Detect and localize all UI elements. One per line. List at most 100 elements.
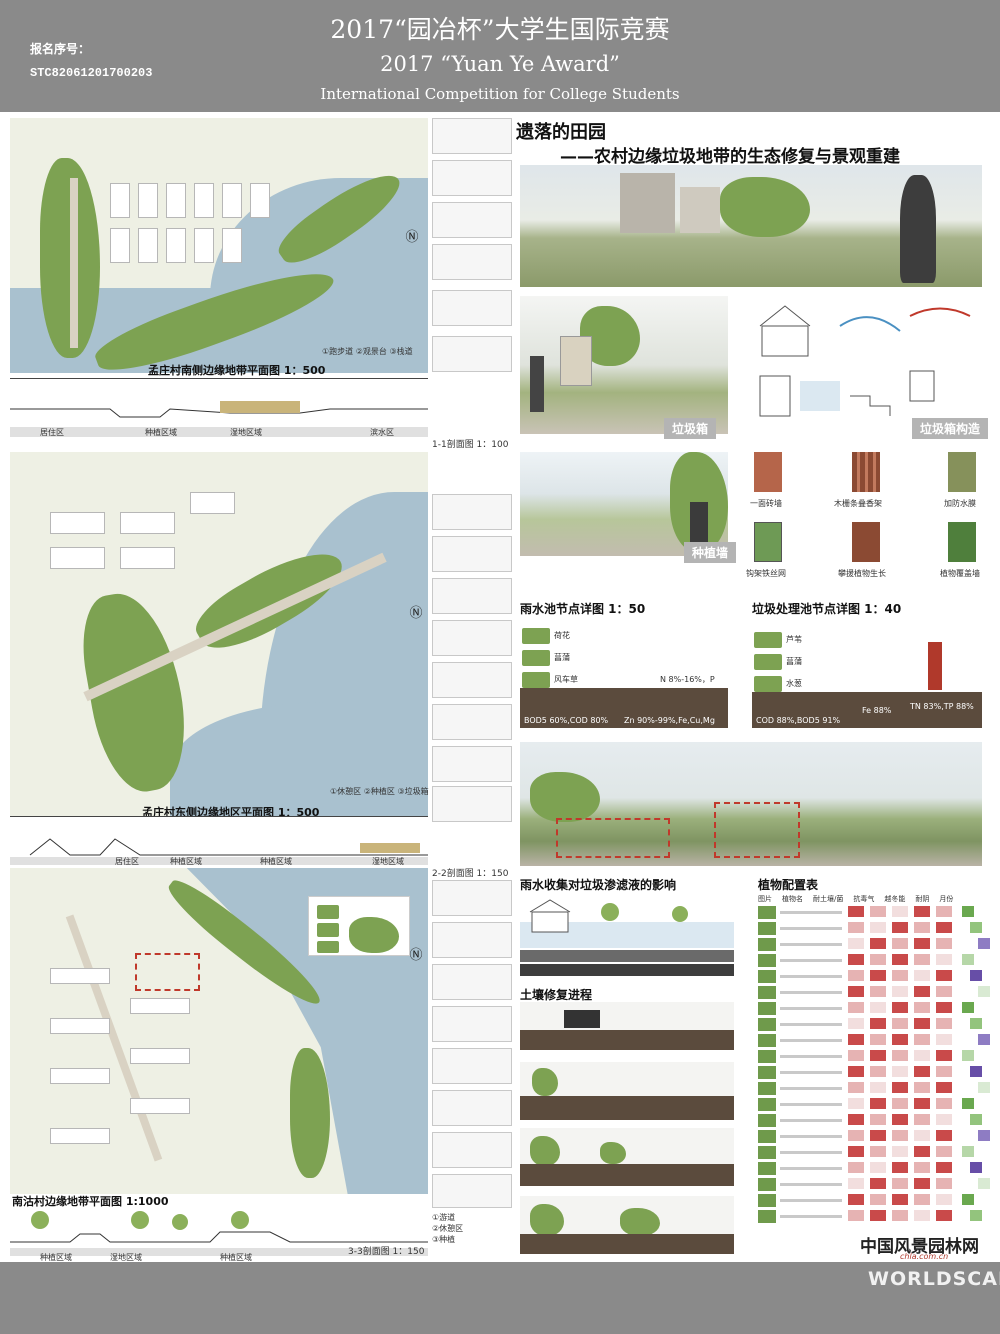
bloom-month-cell: [962, 1002, 974, 1013]
building: [50, 1128, 110, 1144]
tree: [720, 177, 810, 237]
project-title: 遗落的田园: [516, 122, 606, 143]
plant-name-cell: [780, 911, 842, 914]
table-cell: [892, 1130, 908, 1141]
removal-value: BOD5 60%,COD 80%: [524, 716, 609, 725]
table-cell: [892, 1066, 908, 1077]
table-header: 耐土壤/菌: [813, 895, 844, 903]
leachate-title: 雨水收集对垃圾渗滤液的影响: [520, 878, 677, 892]
bloom-month-cell: [978, 1130, 990, 1141]
analysis-thumbnail: [432, 336, 512, 372]
table-cell: [914, 1050, 930, 1061]
removal-value: Fe 88%: [862, 706, 892, 715]
tree: [530, 1204, 564, 1236]
plant-name-cell: [780, 1039, 842, 1042]
header-bar: [0, 0, 1000, 112]
plan3-title: 南沽村边缘地带平面图 1:1000: [12, 1195, 169, 1208]
analysis-thumbnail: [432, 118, 512, 154]
removal-value: Zn 90%-99%,Fe,Cu,Mg: [624, 716, 715, 725]
plant-photo: [758, 1114, 776, 1127]
perspective-section: [520, 742, 982, 866]
table-cell: [848, 1098, 864, 1109]
plant-table-header: 图片 植物名 耐土壤/菌 抗毒气 越冬能 耐阴 月份: [758, 894, 992, 904]
wall-type-label: 钩架铁丝网: [746, 569, 786, 578]
bloom-month-cell: [962, 954, 974, 965]
plant-thumb: [317, 941, 339, 953]
tree: [530, 1136, 560, 1166]
wall-swatch: [948, 522, 976, 562]
plant-name-cell: [780, 1023, 842, 1026]
analysis-thumbnail: [432, 1090, 512, 1126]
section-label: 种植区域: [40, 1253, 72, 1262]
bloom-month-cell: [978, 1034, 990, 1045]
section-label: 居住区: [40, 428, 64, 437]
soil-stage-4: [520, 1196, 734, 1254]
table-header: 抗毒气: [853, 895, 875, 903]
section-1-drawing: [10, 401, 428, 437]
table-cell: [870, 1098, 886, 1109]
plant-photo: [758, 1034, 776, 1047]
plant-name: 水葱: [786, 679, 802, 688]
bloom-month-cell: [978, 1082, 990, 1093]
legend-item: ③种植: [432, 1235, 456, 1244]
title-cn: 2017“园冶杯”大学生国际竞赛: [330, 15, 670, 44]
section-label: 滨水区: [370, 428, 394, 437]
table-cell: [892, 986, 908, 997]
truck-icon: [564, 1010, 600, 1028]
trash-bin-render: [520, 296, 728, 434]
analysis-thumbnail: [432, 1048, 512, 1084]
table-cell: [936, 1034, 952, 1045]
plant-photo: [758, 1178, 776, 1191]
building: [50, 1068, 110, 1084]
section-3-drawing: [10, 1211, 428, 1256]
tag-planting-wall: 种植墙: [684, 542, 737, 563]
wall-type-label: 木栅条叠香架: [834, 499, 882, 508]
bloom-month-cell: [962, 906, 974, 917]
bloom-month-cell: [970, 922, 982, 933]
table-cell: [936, 954, 952, 965]
plant-name-cell: [780, 1007, 842, 1010]
section-2-2: [10, 816, 428, 865]
analysis-thumbnail: [432, 494, 512, 530]
plant-name-cell: [780, 1151, 842, 1154]
analysis-thumbnail: [432, 160, 512, 196]
north-arrow-icon: Ⓝ: [409, 606, 423, 621]
table-cell: [914, 1130, 930, 1141]
table-cell: [870, 1194, 886, 1205]
table-cell: [914, 1114, 930, 1125]
building: [120, 512, 175, 534]
removal-value: TN 83%,TP 88%: [910, 702, 974, 711]
plant-name: 风车草: [554, 675, 578, 684]
table-cell: [914, 1098, 930, 1109]
table-cell: [936, 1130, 952, 1141]
table-cell: [892, 1002, 908, 1013]
north-arrow-icon: Ⓝ: [409, 948, 423, 963]
section-3-3: [10, 1210, 428, 1258]
analysis-thumbnail: [432, 704, 512, 740]
table-cell: [892, 922, 908, 933]
analysis-thumbnail: [432, 786, 512, 822]
person-figure: [900, 175, 936, 283]
building: [50, 1018, 110, 1034]
table-cell: [870, 1146, 886, 1157]
table-cell: [892, 1034, 908, 1045]
trash-pool-title: 垃圾处理池节点详图 1：40: [752, 602, 902, 616]
table-cell: [870, 970, 886, 981]
table-cell: [892, 970, 908, 981]
table-cell: [914, 954, 930, 965]
removal-value: N 8%-16%，P: [660, 675, 715, 684]
plant-photo: [758, 986, 776, 999]
section-2-drawing: [10, 838, 428, 865]
analysis-thumbnail: [432, 1132, 512, 1168]
table-cell: [892, 1114, 908, 1125]
building: [166, 228, 186, 263]
building: [138, 183, 158, 218]
trash-pool-detail: 芦苇 菖蒲 水葱 COD 88%,BOD5 91% Fe 88% TN 83%,…: [752, 622, 982, 728]
wall-swatch: [852, 452, 880, 492]
table-cell: [870, 1002, 886, 1013]
footer-bar: [0, 1262, 1000, 1334]
legend-item: ②种植区: [363, 787, 395, 796]
plant-photo: [758, 1098, 776, 1111]
soil-stage-1: [520, 1002, 734, 1050]
wall-type-label: 植物覆盖墙: [940, 569, 980, 578]
